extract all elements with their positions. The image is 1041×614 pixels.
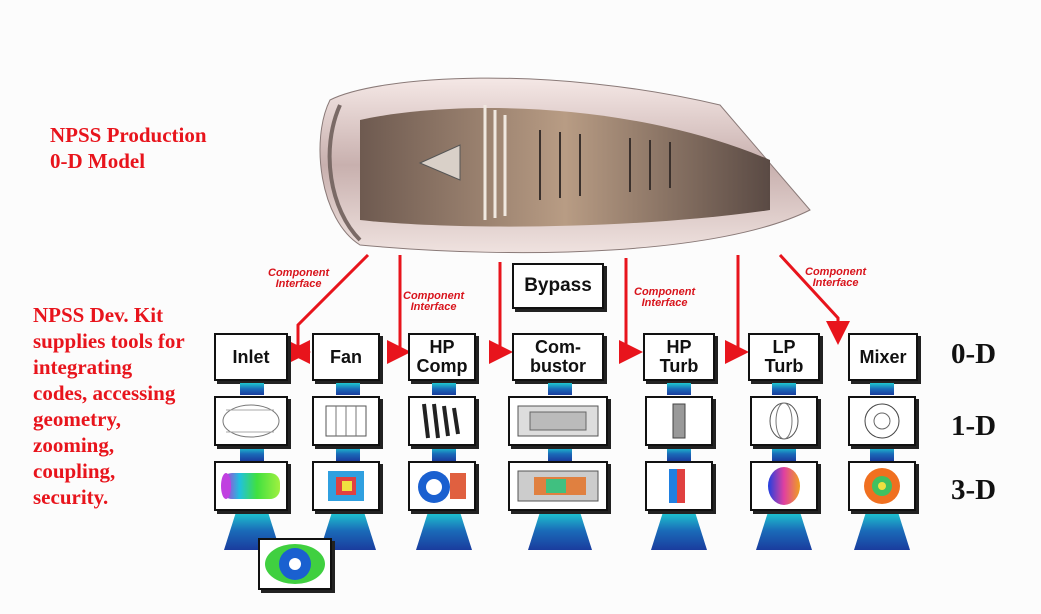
thumbnail-3d-fan (312, 461, 380, 511)
thumbnail-1d-hp-comp (408, 396, 476, 446)
component-interface-label: Component Interface (634, 286, 696, 309)
engine-cutaway-illustration (319, 77, 811, 254)
thumbnail-3d-hp-turb (645, 461, 713, 511)
thumbnail-1d-combustor (508, 396, 608, 446)
thumbnail-3d-lp-turb (750, 461, 818, 511)
thumbnail-3d-hp-comp (408, 461, 476, 511)
thumbnail-1d-fan (312, 396, 380, 446)
module-combustor: Com- bustor (512, 333, 604, 381)
production-model-text: NPSS Production 0-D Model (50, 123, 207, 173)
component-interface-label: Component Interface (805, 266, 867, 289)
thumbnail-3d-fan-face (258, 538, 332, 590)
component-interface-label: Component Interface (403, 290, 465, 313)
module-hp-turb: HP Turb (643, 333, 715, 381)
thumbnail-1d-mixer (848, 396, 916, 446)
thumbnail-1d-lp-turb (750, 396, 818, 446)
dev-kit-text: NPSS Dev. Kit supplies tools for integra… (33, 303, 185, 509)
thumbnail-3d-mixer (848, 461, 916, 511)
component-interface-label: Component Interface (268, 267, 330, 290)
module-fan: Fan (312, 333, 380, 381)
module-mixer: Mixer (848, 333, 918, 381)
thumbnail-1d-hp-turb (645, 396, 713, 446)
thumbnail-3d-inlet (214, 461, 288, 511)
dim-label-3d: 3-D (951, 474, 997, 506)
dim-label-0d: 0-D (951, 338, 997, 370)
thumbnail-3d-combustor (508, 461, 608, 511)
module-inlet: Inlet (214, 333, 288, 381)
dim-label-1d: 1-D (951, 410, 997, 442)
module-lp-turb: LP Turb (748, 333, 820, 381)
bypass-box: Bypass (512, 263, 604, 309)
thumbnail-1d-inlet (214, 396, 288, 446)
module-hp-comp: HP Comp (408, 333, 476, 381)
